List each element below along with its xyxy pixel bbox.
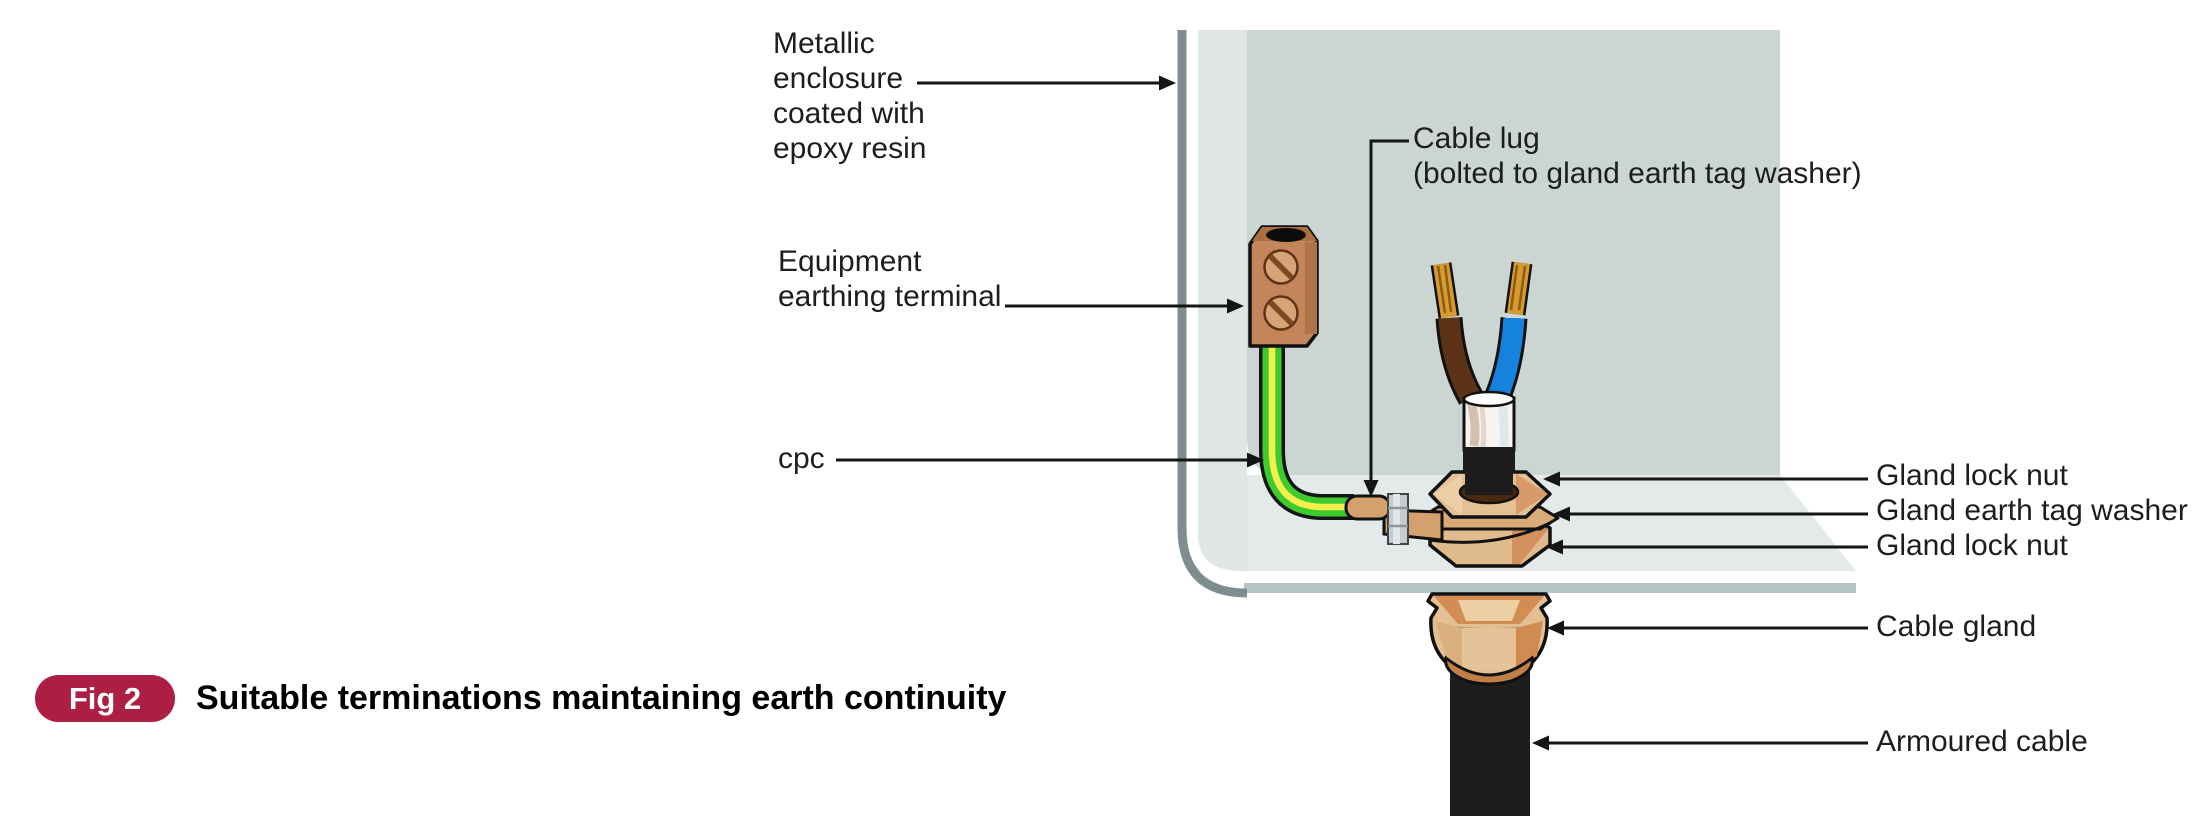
leader-arrows <box>836 75 1868 751</box>
label-gland-earth-tag-washer: Gland earth tag washer <box>1876 494 2188 527</box>
enclosure-outer-edge <box>1177 30 1248 598</box>
arrow-cable-lug <box>1369 139 1409 481</box>
label-gland-lock-nut-top: Gland lock nut <box>1876 459 2068 492</box>
label-cpc: cpc <box>778 442 825 475</box>
terminal-hole <box>1266 228 1306 242</box>
cpc-wire <box>1259 344 1354 520</box>
label-equipment-earthing-terminal: Equipment earthing terminal <box>778 245 1002 313</box>
gland-stack <box>1259 344 1560 568</box>
stack-seam <box>1429 521 1551 544</box>
enclosure-side-wall <box>1194 30 1247 571</box>
figure-badge: Fig 2 <box>35 675 175 722</box>
label-cable-gland: Cable gland <box>1876 610 2037 643</box>
label-gland-lock-nut-bottom: Gland lock nut <box>1876 529 2068 562</box>
terminal-screw-top <box>1263 249 1299 285</box>
cable-lug-shape <box>1344 494 1392 521</box>
label-armoured-cable: Armoured cable <box>1876 725 2088 758</box>
lug-bolt <box>1387 493 1409 545</box>
label-cable-lug: Cable lug (bolted to gland earth tag was… <box>1413 122 1862 190</box>
terminal-screw-bottom <box>1263 295 1299 331</box>
enclosure-white-strip <box>1186 30 1856 583</box>
label-metallic-enclosure: Metallic enclosure coated with epoxy res… <box>773 27 927 165</box>
inner-sheath <box>1462 390 1516 452</box>
gland-lock-nut-top-shape <box>1428 447 1552 519</box>
figure-caption: Suitable terminations maintaining earth … <box>196 679 1007 717</box>
earthing-terminal-block <box>1248 225 1319 348</box>
cable-gland-shape <box>1426 592 1552 686</box>
